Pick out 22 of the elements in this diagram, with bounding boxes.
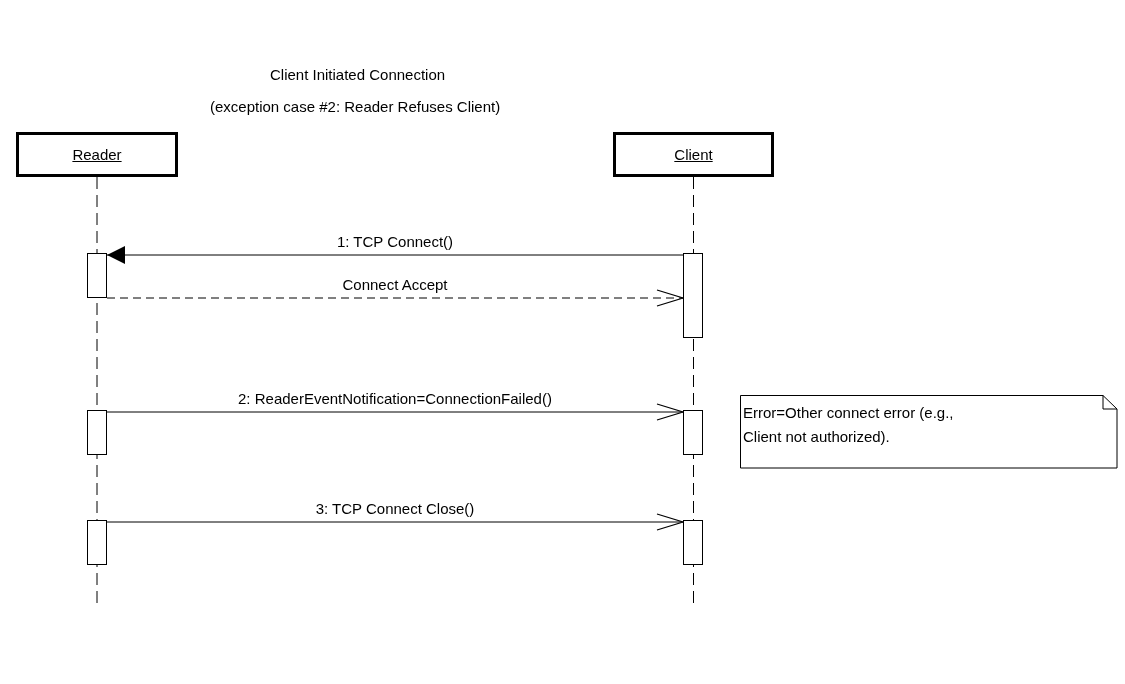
participant-box <box>613 132 774 177</box>
participant-name: Client <box>674 146 713 163</box>
message-arrow <box>106 246 684 264</box>
participant-box <box>16 132 178 177</box>
message-label: 1: TCP Connect() <box>336 233 454 250</box>
diagram-title: Client Initiated Connection <box>270 66 446 83</box>
message-label: 3: TCP Connect Close() <box>315 500 475 517</box>
activation-bar <box>683 410 703 455</box>
activation-bar <box>87 520 107 565</box>
participant-name: Reader <box>72 146 122 163</box>
activation-bar <box>683 253 703 338</box>
message-arrow <box>106 403 684 421</box>
note-box <box>740 395 1118 469</box>
message-label: Connect Accept <box>342 276 448 293</box>
activation-bar <box>87 410 107 455</box>
message-arrow <box>106 513 684 531</box>
activation-bar <box>87 253 107 298</box>
activation-bar <box>683 520 703 565</box>
subtitle: (exception case #2: Reader Refuses Client) <box>210 98 501 115</box>
note-text: Error=Other connect error (e.g., Client not authorized). <box>743 403 955 447</box>
message-label: 2: ReaderEventNotification=ConnectionFailed() <box>238 390 552 407</box>
message-arrow <box>106 289 684 307</box>
